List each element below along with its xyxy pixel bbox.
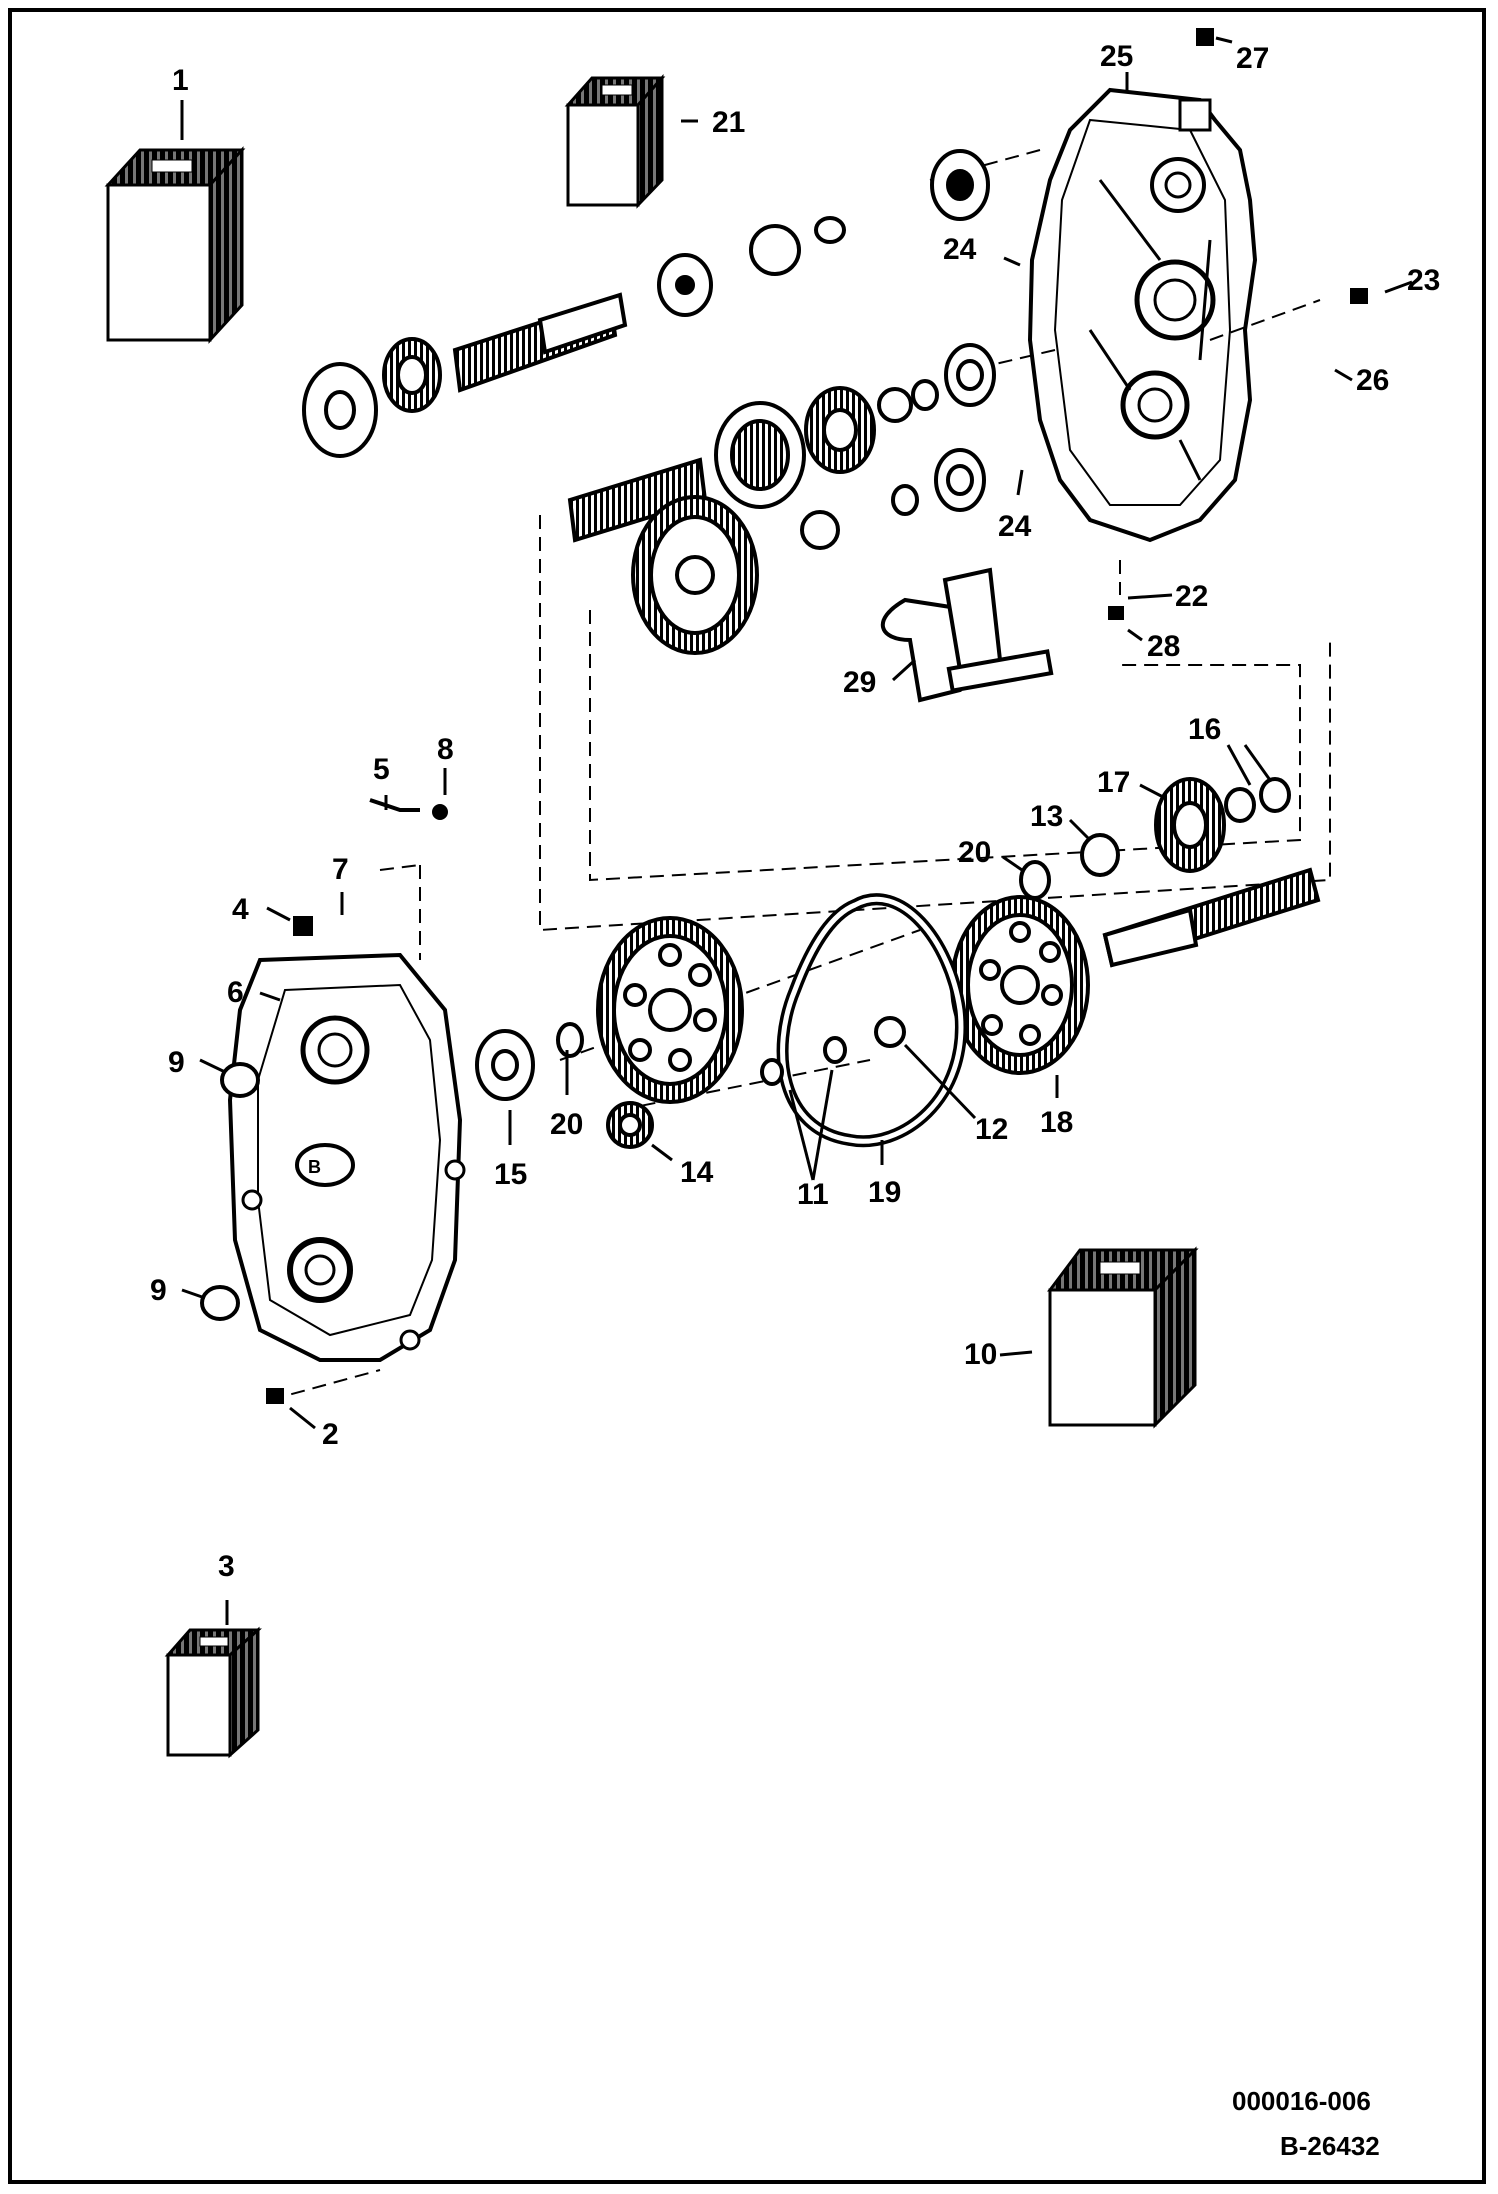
callout-16: 16 <box>1188 713 1222 746</box>
figure-reference: B-26432 <box>1280 2131 1380 2161</box>
lower-shaft-assembly <box>1019 777 1321 968</box>
callout-8: 8 <box>437 733 454 766</box>
callout-24-lower: 24 <box>998 510 1032 543</box>
callout-6: 6 <box>227 976 244 1009</box>
front-housing-6: B <box>227 952 466 1362</box>
diagram-frame <box>8 8 1486 2184</box>
callout-3: 3 <box>218 1550 235 1583</box>
callout-14: 14 <box>680 1156 714 1189</box>
callout-28: 28 <box>1147 630 1181 663</box>
callout-11: 11 <box>797 1178 829 1211</box>
callout-4: 4 <box>232 893 249 926</box>
upper-shaft-assembly <box>302 149 990 458</box>
callout-26: 26 <box>1356 364 1390 397</box>
callout-1: 1 <box>172 64 189 97</box>
callout-17: 17 <box>1097 766 1131 799</box>
middle-shaft-assembly <box>567 343 996 655</box>
callout-2: 2 <box>322 1418 339 1451</box>
figure-code: 000016-006 <box>1232 2086 1371 2116</box>
callout-29: 29 <box>843 666 877 699</box>
callout-22: 22 <box>1175 580 1209 613</box>
rear-housing-25 <box>1027 28 1258 543</box>
kit-box-1 <box>104 146 246 344</box>
lower-gears <box>200 288 1368 1404</box>
callout-9-lower: 9 <box>150 1274 167 1307</box>
callout-21: 21 <box>712 106 746 139</box>
callout-24-upper: 24 <box>943 233 977 266</box>
callout-20-lower: 20 <box>550 1108 584 1141</box>
callout-13: 13 <box>1030 800 1064 833</box>
shift-fork-29 <box>881 567 1054 703</box>
callout-12: 12 <box>975 1113 1009 1146</box>
callout-9-upper: 9 <box>168 1046 185 1079</box>
callout-5: 5 <box>373 753 390 786</box>
callout-10: 10 <box>964 1338 998 1371</box>
kit-box-10 <box>1047 1246 1199 1429</box>
callout-19: 19 <box>868 1176 902 1209</box>
callout-18: 18 <box>1040 1106 1074 1139</box>
callout-25: 25 <box>1100 40 1134 73</box>
svg-text:B: B <box>308 1157 321 1177</box>
callout-15: 15 <box>494 1158 528 1191</box>
callout-23: 23 <box>1407 264 1441 297</box>
leader-lines <box>180 36 1413 1625</box>
callout-7: 7 <box>332 853 349 886</box>
kit-box-3 <box>164 1626 262 1759</box>
kit-box-21 <box>564 74 666 209</box>
callout-20-upper: 20 <box>958 836 992 869</box>
callout-27: 27 <box>1236 42 1270 75</box>
